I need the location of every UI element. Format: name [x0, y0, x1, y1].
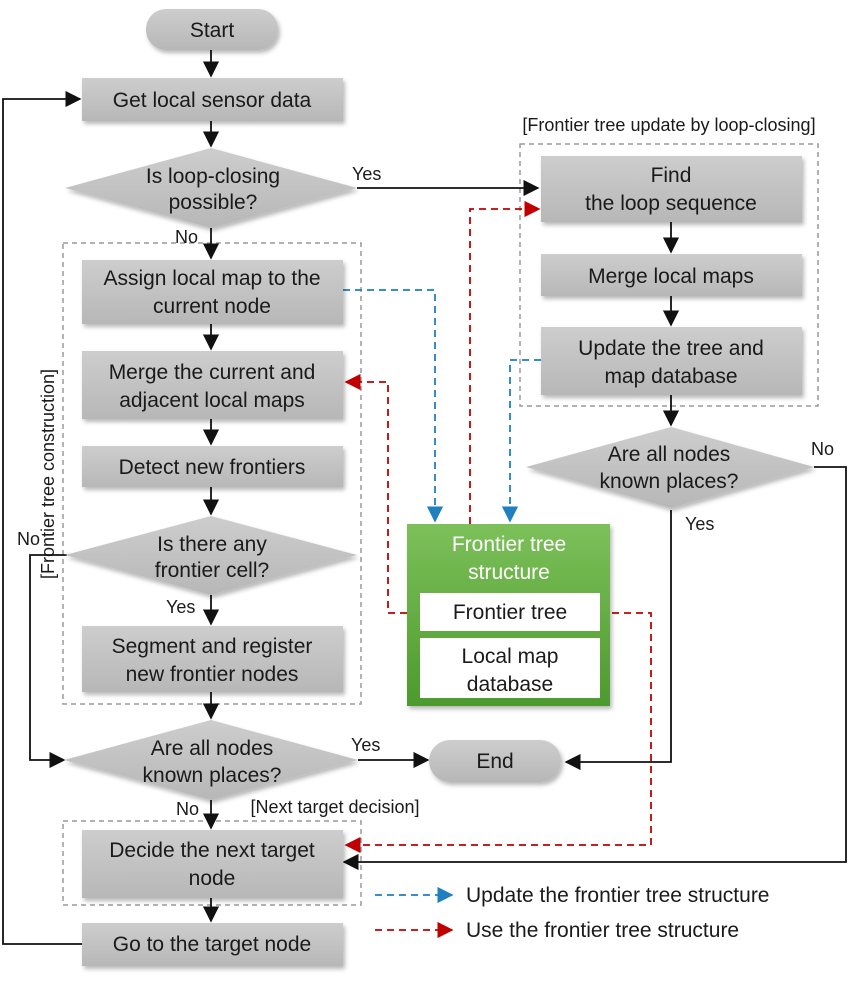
known-right-diamond — [526, 427, 814, 508]
known-left-line1: Are all nodes — [151, 737, 274, 760]
goto-box — [82, 923, 343, 966]
get-sensor-label: Get local sensor data — [113, 89, 312, 112]
edge-label-yes-known-left: Yes — [351, 735, 380, 755]
local-map-db-line1: Local map — [462, 645, 559, 668]
goto-label: Go to the target node — [113, 933, 311, 956]
start-terminal — [146, 9, 278, 50]
get-sensor-box — [82, 78, 343, 121]
update-tree-line2: map database — [604, 365, 737, 388]
decide-line1: Decide the next target — [109, 839, 315, 862]
find-loop-line1: Find — [651, 164, 692, 187]
find-loop-box — [541, 156, 802, 222]
segment-line2: new frontier nodes — [126, 663, 299, 686]
start-label: Start — [190, 19, 235, 42]
known-left-diamond — [64, 720, 358, 800]
find-loop-line2: the loop sequence — [585, 192, 757, 215]
edge-label-no-loop: No — [175, 227, 198, 247]
detect-label: Detect new frontiers — [119, 456, 306, 479]
group-loop-update — [519, 143, 819, 407]
segment-line1: Segment and register — [112, 635, 313, 658]
group-label-construction: [Frontier tree construction] — [38, 369, 58, 579]
update-tree-box — [541, 327, 802, 395]
edge-label-no-known-left: No — [176, 799, 199, 819]
local-map-db-line2: database — [467, 673, 553, 696]
assign-box — [82, 260, 343, 324]
decide-box — [82, 830, 343, 898]
merge-local-box — [541, 254, 802, 296]
update-links — [343, 289, 541, 904]
legend-use-label: Use the frontier tree structure — [466, 919, 739, 942]
frontier-check-line2: frontier cell? — [155, 559, 269, 582]
loop-check-line1: Is loop-closing — [146, 165, 280, 188]
edge-label-no-frontier: No — [17, 529, 40, 549]
merge-current-line2: adjacent local maps — [119, 389, 305, 412]
known-right-line1: Are all nodes — [608, 443, 731, 466]
detect-box — [82, 446, 343, 487]
frontier-tree-label: Frontier tree — [453, 601, 567, 624]
frontier-structure-title-line1: Frontier tree — [452, 533, 566, 556]
merge-local-label: Merge local maps — [588, 265, 754, 288]
frontier-check-diamond — [65, 516, 357, 595]
group-label-loop-update: [Frontier tree update by loop-closing] — [522, 115, 815, 135]
legend-update-label: Update the frontier tree structure — [466, 884, 770, 907]
edge-label-yes-frontier: Yes — [166, 597, 195, 617]
merge-current-line1: Merge the current and — [109, 361, 316, 384]
end-terminal — [429, 740, 561, 782]
group-frontier-construction — [62, 242, 362, 705]
decide-line2: node — [189, 867, 236, 890]
frontier-tree-cell — [420, 593, 600, 631]
assign-line1: Assign local map to the — [103, 267, 320, 290]
connectors — [2, 50, 847, 945]
frontier-structure-title-line2: structure — [468, 561, 550, 584]
loop-check-diamond — [65, 148, 357, 228]
update-tree-line1: Update the tree and — [578, 337, 764, 360]
frontier-check-line1: Is there any — [157, 533, 267, 556]
merge-current-box — [82, 351, 343, 419]
local-map-db-cell — [420, 638, 600, 698]
group-label-next-target: [Next target decision] — [250, 797, 419, 817]
end-label: End — [476, 750, 513, 773]
loop-check-line2: possible? — [169, 191, 258, 214]
edge-label-no-known-right: No — [811, 439, 834, 459]
segment-box — [82, 626, 343, 692]
known-left-line2: known places? — [143, 764, 282, 787]
edge-label-yes-loop: Yes — [352, 164, 381, 184]
assign-line2: current node — [153, 295, 271, 318]
edge-label-yes-known-right: Yes — [685, 514, 714, 534]
use-links — [344, 200, 652, 939]
known-right-line2: known places? — [600, 470, 739, 493]
